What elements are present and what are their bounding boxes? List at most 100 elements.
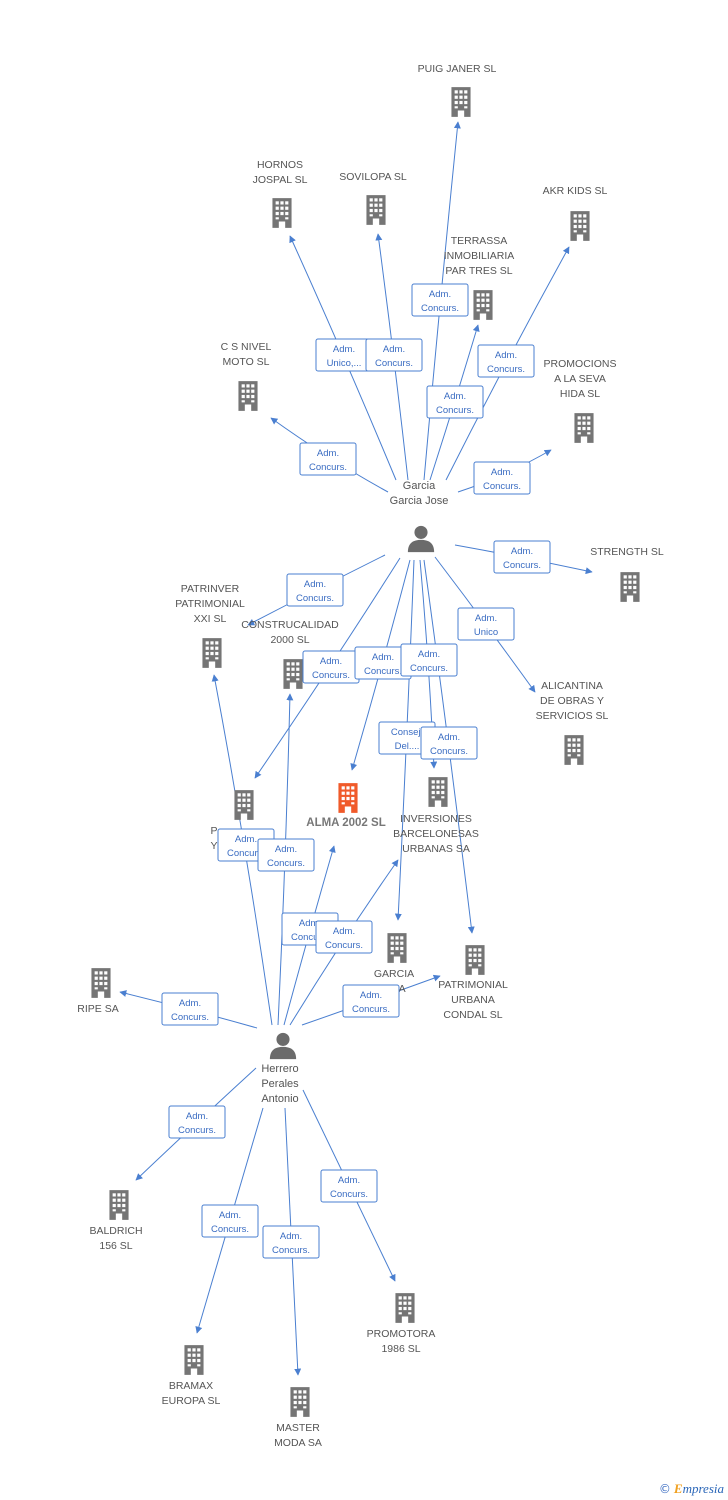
building-icon <box>473 290 493 320</box>
role-label-line: Adm. <box>372 652 394 663</box>
role-label-line: Adm. <box>444 391 466 402</box>
role-box-r-patrimonial2[interactable]: Adm.Concurs. <box>342 984 400 1018</box>
person-label-line: Antonio <box>261 1093 298 1105</box>
company-label-line: 2000 SL <box>270 634 309 646</box>
company-label-line: URBANA <box>451 994 495 1006</box>
role-label: Adm.Concurs. <box>352 990 390 1015</box>
building-icon <box>465 945 485 975</box>
role-box-r-promocions[interactable]: Adm.Concurs. <box>473 461 531 495</box>
role-label-line: Adm. <box>360 990 382 1001</box>
building-icon <box>184 1345 204 1375</box>
role-box-border <box>365 338 423 372</box>
company-node-sovilopa[interactable]: SOVILOPA SL <box>339 171 407 225</box>
role-label-line: Concurs. <box>487 364 525 375</box>
role-box-border <box>299 442 357 476</box>
copyright-icon: © <box>658 1482 671 1496</box>
building-icon <box>570 211 590 241</box>
role-box-r-master[interactable]: Adm.Concurs. <box>262 1225 320 1259</box>
building-icon <box>290 1387 310 1417</box>
role-box-r-patrimonial[interactable]: Adm.Concurs. <box>420 726 478 760</box>
company-node-ripe[interactable]: RIPE SA <box>77 968 119 1015</box>
role-label-line: Adm. <box>475 613 497 624</box>
role-label: Adm.Concurs. <box>296 579 334 604</box>
company-node-puig[interactable]: PUIG JANER SL <box>418 63 497 117</box>
role-label-line: Adm. <box>491 467 513 478</box>
company-label-line: MOTO SL <box>222 356 269 368</box>
company-label-line: PATRIMONIAL <box>175 598 245 610</box>
role-label-line: Adm. <box>511 546 533 557</box>
role-box-r-py2[interactable]: Adm.Concurs. <box>257 838 315 872</box>
role-label-line: Adm. <box>338 1175 360 1186</box>
role-label: Adm.Concurs. <box>291 918 329 943</box>
role-box-r-alicantina[interactable]: Adm.Unico <box>457 607 515 641</box>
role-label-line: Concurs. <box>436 405 474 416</box>
role-box-r-akr[interactable]: Adm.Concurs. <box>477 344 535 378</box>
person-label-line: Herrero <box>261 1063 298 1075</box>
role-box-r-bramax[interactable]: Adm.Concurs. <box>201 1204 259 1238</box>
company-node-akr[interactable]: AKR KIDS SL <box>543 185 608 241</box>
role-box-r-extra[interactable]: Adm.Concurs. <box>400 643 458 677</box>
role-box-r-strength[interactable]: Adm.Concurs. <box>493 540 551 574</box>
role-label-line: Concurs. <box>291 932 329 943</box>
role-label-line: Concurs. <box>309 462 347 473</box>
role-box-r-patrinver[interactable]: Adm.Concurs. <box>286 573 344 607</box>
company-label: STRENGTH SL <box>590 546 664 558</box>
company-node-alma[interactable]: ALMA 2002 SL <box>306 783 386 829</box>
role-box-r-puig[interactable]: Adm.Concurs. <box>411 283 469 317</box>
role-label: Adm.Concurs. <box>483 467 521 492</box>
role-label-line: Adm. <box>317 448 339 459</box>
footer-brand[interactable]: ©Empresia <box>659 1481 724 1497</box>
role-label-line: Concurs. <box>171 1012 209 1023</box>
company-node-strength[interactable]: STRENGTH SL <box>590 546 664 602</box>
role-box-r-ripe[interactable]: Adm. Concurs. <box>161 992 219 1026</box>
role-box-r-sovilopa[interactable]: Adm.Concurs. <box>365 338 423 372</box>
building-icon <box>574 413 594 443</box>
company-node-construcalidad[interactable]: CONSTRUCALIDAD 2000 SL <box>241 619 339 689</box>
role-label-line: Adm. <box>179 998 201 1009</box>
building-icon <box>202 638 222 668</box>
role-label-line: Concurs. <box>364 666 402 677</box>
role-box-r-terrassa[interactable]: Adm. Concurs. <box>426 385 484 419</box>
company-label-line: A LA SEVA <box>554 373 606 385</box>
company-label-line: CONSTRUCALIDAD <box>241 619 339 631</box>
role-label: Adm.Unico <box>474 613 498 638</box>
role-label-line: Concurs. <box>430 746 468 757</box>
company-label: SOVILOPA SL <box>339 171 407 183</box>
role-box-r-promotora[interactable]: Adm.Concurs. <box>320 1169 378 1203</box>
company-label: PUIG JANER SL <box>418 63 497 75</box>
role-label: Adm.Concurs. <box>375 344 413 369</box>
role-label-line: Concurs. <box>325 940 363 951</box>
role-label: Adm.Concurs. <box>211 1210 249 1235</box>
role-box-r-garcia2[interactable]: Adm.Concurs. <box>315 920 373 954</box>
role-box-r-csnivel[interactable]: Adm. Concurs. <box>299 442 357 476</box>
role-label-line: Adm. <box>418 649 440 660</box>
role-box-r-construcalidad[interactable]: Adm.Concurs. <box>302 650 360 684</box>
focus-building-icon <box>338 783 358 813</box>
role-label-line: Concurs. <box>375 358 413 369</box>
role-label-line: Unico,... <box>327 358 362 369</box>
building-icon <box>283 659 303 689</box>
role-box-r-hornos[interactable]: Adm.Unico,... <box>315 338 373 372</box>
role-label-line: Concurs. <box>272 1245 310 1256</box>
building-icon <box>109 1190 129 1220</box>
role-box-r-baldrich[interactable]: Adm.Concurs. <box>168 1105 226 1139</box>
